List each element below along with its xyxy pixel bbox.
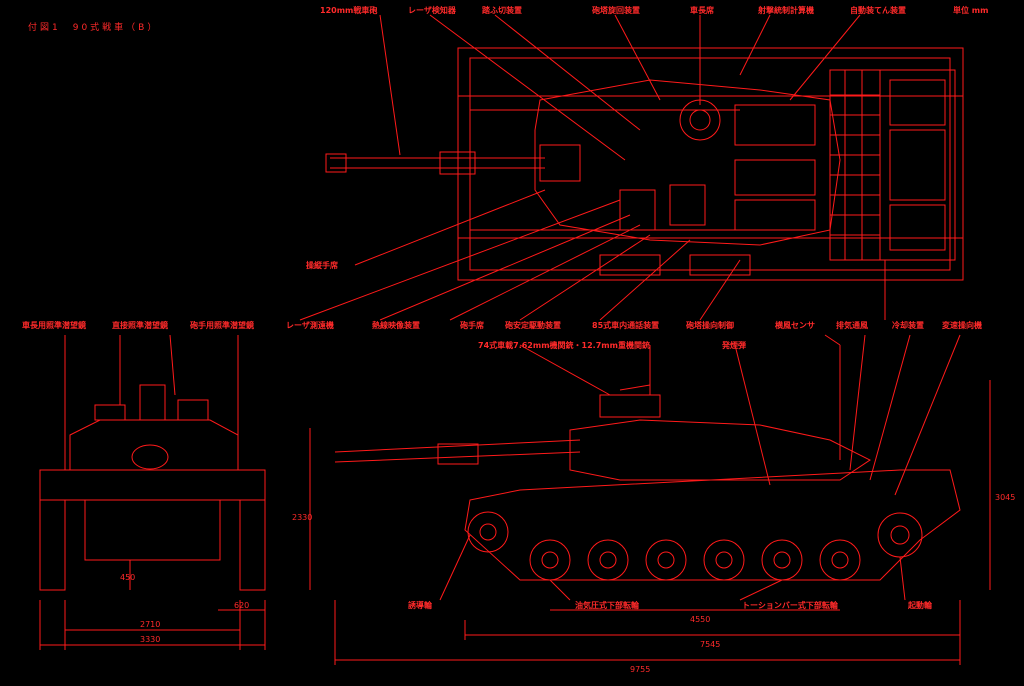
callout-thermal-imager: 熱線映像装置 (372, 320, 420, 330)
callout-turret-control: 砲塔操向制御 (685, 320, 734, 330)
callout-machine-guns: 74式車載7.62mm機関銃・12.7mm重機関銃 (478, 340, 650, 350)
callout-120mm-gun: 120mm戦車砲 (320, 5, 377, 15)
callout-autoloader: 自動装てん装置 (850, 5, 906, 15)
callout-gunner-seat: 砲手席 (459, 320, 484, 330)
callout-cooling: 冷却装置 (892, 320, 924, 330)
side-leaders (439, 334, 961, 601)
callout-turret-traverse: 砲塔旋回装置 (591, 5, 640, 15)
callout-commander-seat: 車長席 (690, 5, 714, 15)
page-title: 付図1 90式戦車（B） (28, 21, 159, 33)
dim-front-track: 2710 (140, 620, 160, 629)
callout-direct-periscope: 直接照準潜望鏡 (112, 320, 168, 330)
dim-wheelbase: 4550 (690, 615, 710, 624)
dim-hull-height: 2330 (292, 513, 312, 522)
dim-total-height: 3045 (995, 493, 1015, 502)
dim-hull-length: 7545 (700, 640, 720, 649)
top-leaders (299, 14, 886, 321)
callout-transmission: 変速操向機 (942, 320, 982, 330)
callout-smoke-launcher: 発煙弾 (721, 340, 746, 350)
callout-exhaust: 排気通風 (836, 320, 868, 330)
side-view (309, 345, 991, 665)
dim-front-width: 3330 (140, 635, 160, 644)
callout-intercom: 85式車内通話装置 (592, 320, 659, 330)
callout-gun-stabilizer: 砲安定駆動装置 (504, 320, 561, 330)
callout-gunner-periscope: 砲手用照準潜望鏡 (189, 320, 254, 330)
dim-total-length: 9755 (630, 665, 650, 674)
callout-idler-wheel: 誘導輪 (408, 600, 433, 610)
dim-front-clearance: 450 (120, 573, 135, 582)
callout-fording: 踏ふ切装置 (482, 5, 522, 15)
callout-fire-control-computer: 射撃統制計算機 (757, 5, 814, 15)
callout-driver-seat: 操縦手席 (306, 260, 338, 270)
front-view (39, 334, 266, 650)
callout-laser-detector: レーザ検知器 (408, 5, 457, 15)
callout-hydro-roadwheel: 油気圧式下部転輪 (575, 600, 640, 610)
callout-drive-sprocket: 起動輪 (907, 600, 933, 610)
callout-laser-rangefinder: レーザ測遠機 (286, 320, 334, 330)
unit-label: 単位 mm (953, 5, 988, 15)
dim-front-track-width: 620 (234, 601, 249, 610)
callout-commander-periscope: 車長用照準潜望鏡 (22, 320, 86, 330)
top-view (325, 47, 964, 281)
callout-torsion-roadwheel: トーションバー式下部転輪 (742, 600, 839, 610)
callout-wind-sensor: 横風センサ (775, 320, 815, 330)
